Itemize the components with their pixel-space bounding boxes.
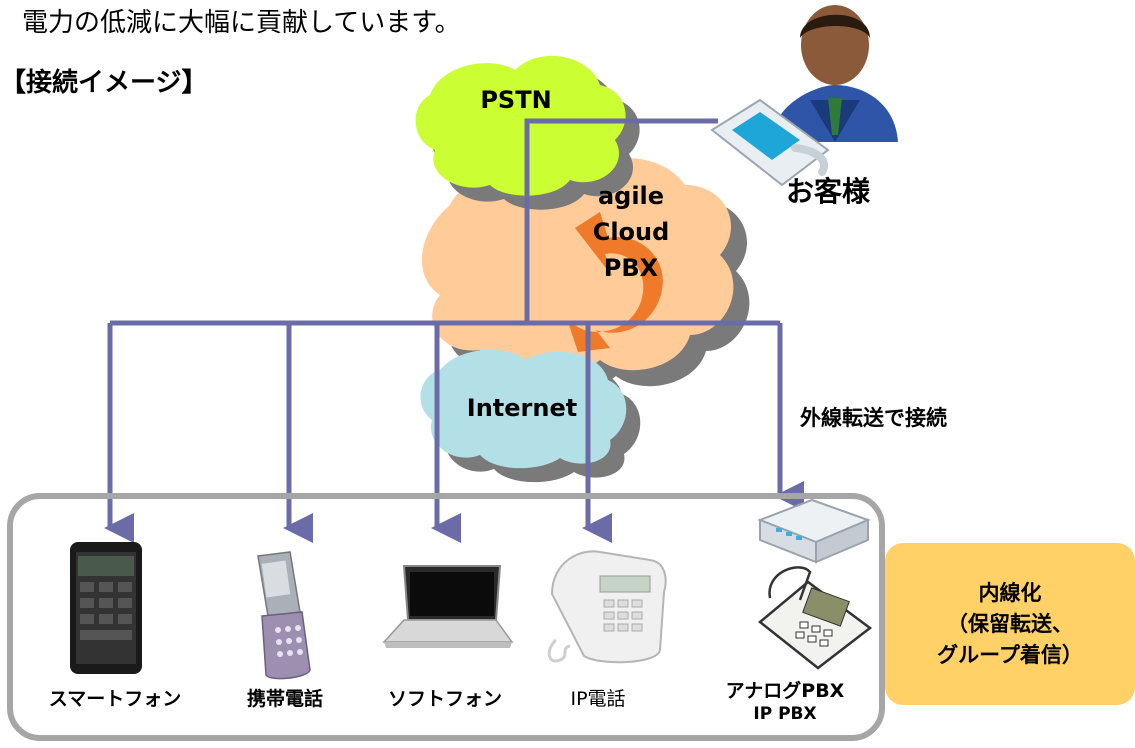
- ip-phone-icon: [547, 550, 667, 664]
- transfer-label: 外線転送で接続: [800, 406, 947, 430]
- extension-line-3: グループ着信）: [937, 642, 1083, 667]
- laptop-icon: [382, 565, 514, 648]
- agile-logo-icon: [568, 212, 663, 352]
- desk-phone-icon: [710, 98, 830, 187]
- extension-line-2: （保留転送、: [947, 611, 1073, 636]
- analog-phone-icon: [758, 566, 873, 670]
- device-label-softphone: ソフトフォン: [387, 688, 502, 710]
- cloud-pbx-line-3: PBX: [603, 254, 659, 282]
- device-frame: [7, 493, 885, 741]
- pstn-cloud: [415, 55, 640, 210]
- device-label-mobile: 携帯電話: [246, 688, 323, 710]
- pstn-label: PSTN: [480, 86, 552, 114]
- device-label-smartphone: スマートフォン: [48, 688, 182, 710]
- customer-person-icon: [770, 5, 898, 142]
- extension-line-1: 内線化: [978, 580, 1042, 605]
- intro-text: 電力の低減に大幅に貢献しています。: [22, 8, 461, 38]
- customer-trunk-line: [524, 118, 718, 323]
- internet-label: Internet: [466, 394, 578, 422]
- device-label-ippbx: IP PBX: [753, 704, 817, 724]
- cloud-pbx-line-2: Cloud: [592, 218, 670, 246]
- cloud-pbx-line-1: agile: [597, 182, 665, 210]
- cloud-pbx-label: agile Cloud PBX: [586, 178, 676, 286]
- mobile-phone-icon: [257, 551, 311, 680]
- device-label-ipphone: IP電話: [570, 688, 626, 710]
- diagram-heading: 【接続イメージ】: [0, 68, 208, 98]
- smartphone-icon: [70, 542, 142, 674]
- customer-label: お客様: [786, 175, 871, 208]
- device-label-pbx: アナログPBX: [725, 680, 845, 702]
- extension-note-box: 内線化 （保留転送、 グループ着信）: [885, 543, 1135, 705]
- pbx-unit-icon: [757, 498, 871, 564]
